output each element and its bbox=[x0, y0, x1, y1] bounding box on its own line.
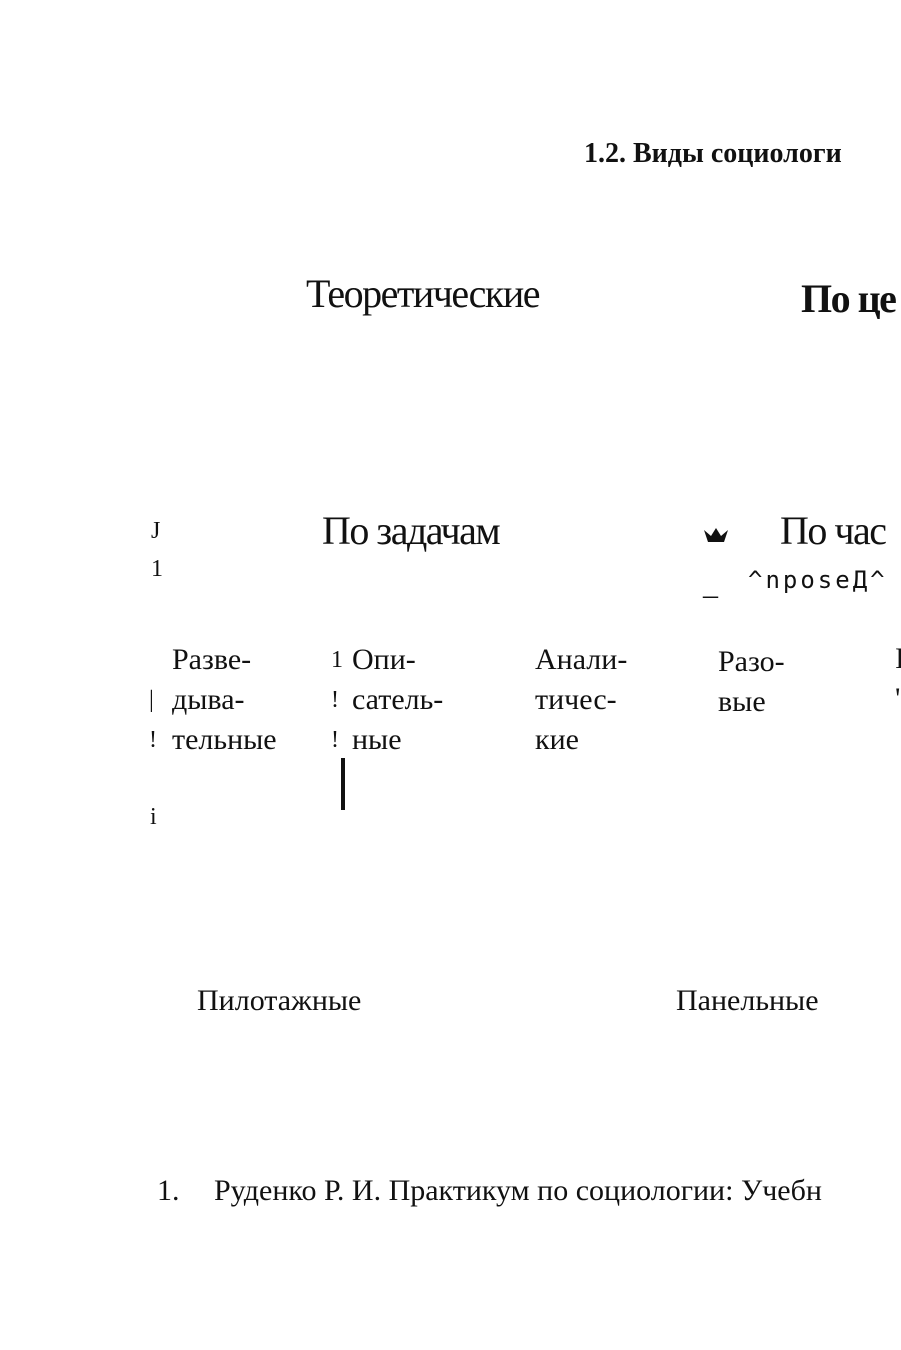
left-margin-marks: J 1 bbox=[151, 518, 163, 582]
theoretical-label: Теоретические bbox=[306, 271, 541, 316]
by-tasks-label: По задачам bbox=[322, 508, 501, 553]
by-goal-label: По це bbox=[801, 276, 897, 321]
page-heading: 1.2. Виды социологи bbox=[584, 138, 842, 169]
footnote-text: Руденко Р. И. Практикум по социологии: У… bbox=[214, 1174, 822, 1207]
panel-label: Панельные bbox=[676, 984, 819, 1017]
cut-mark-top: I bbox=[895, 642, 901, 675]
column2-marks: 1 ! ! bbox=[331, 647, 343, 753]
cut-mark-bottom: ' bbox=[895, 682, 901, 715]
vertical-rule bbox=[341, 758, 345, 810]
footnote-number: 1. bbox=[157, 1174, 180, 1207]
pilot-label: Пилотажные bbox=[197, 984, 362, 1017]
column1-marks: | ! bbox=[149, 687, 157, 753]
crown-artifact-icon bbox=[702, 526, 730, 551]
lower-mark: i bbox=[150, 804, 157, 830]
one-time-cell: Разо- вые bbox=[718, 645, 785, 718]
by-frequency-label: По час bbox=[780, 508, 887, 553]
underscore-mark: _ bbox=[703, 568, 718, 601]
exploratory-cell: Разве- дыва- тельные bbox=[172, 643, 277, 756]
analytical-cell: Анали- тичес- кие bbox=[535, 643, 628, 756]
conduct-ocr-text: ^nposeД^ bbox=[748, 566, 888, 594]
descriptive-cell: Опи- сатель- ные bbox=[352, 643, 444, 756]
